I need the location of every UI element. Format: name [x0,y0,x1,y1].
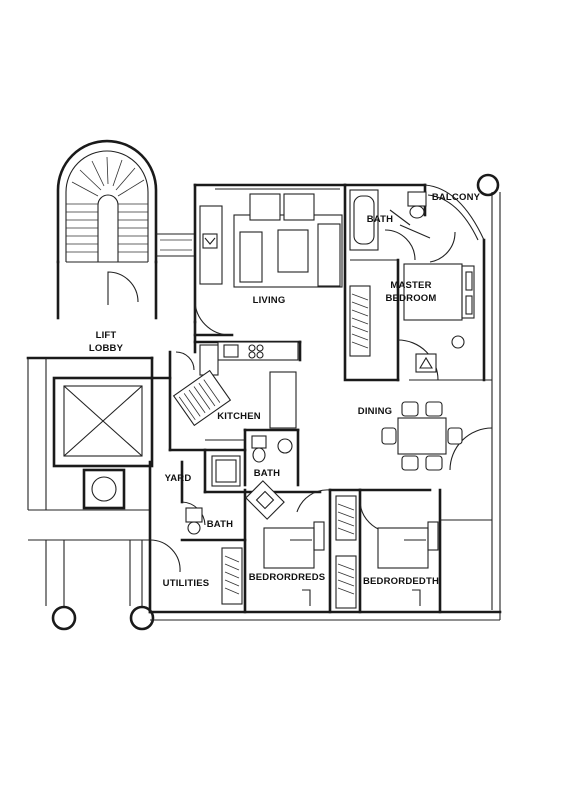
kitchen-bath-fixtures [211,435,293,520]
label-bath-kitchen: BATH [254,468,280,479]
utility-bath-fixtures [185,507,203,535]
label-living: LIVING [253,295,286,306]
corridor [56,233,195,320]
label-utilities: UTILITIES [163,578,210,589]
staircase [56,139,158,305]
label-bedroom-right: BEDRORDEDTH [363,576,439,587]
door-swings [149,224,493,573]
kitchen-fixtures [172,341,299,441]
label-yard: YARD [165,473,192,484]
dining-set [381,401,463,471]
bedroom-left-furniture [221,521,325,606]
label-bath-master: BATH [367,214,393,225]
lift-shaft [26,356,154,510]
label-master: MASTER [390,280,431,291]
label-dining: DINING [358,406,392,417]
label-lift: LIFT [96,330,117,341]
unit-walls [148,173,502,621]
bedroom-right-furniture [377,521,439,606]
label-balcony: BALCONY [432,192,481,203]
master-bedroom-furniture [349,263,475,373]
wardrobe-shared [335,495,357,609]
living-furniture [199,193,343,288]
lower-left-structure [28,468,155,631]
label-kitchen: KITCHEN [217,411,261,422]
label-bath-utility: BATH [207,519,233,530]
label-bedroom-left: BEDRORDREDS [249,572,326,583]
label-lobby: LOBBY [89,343,124,354]
label-master-bedroom: BEDROOM [385,293,436,304]
room-labels: LIFT LOBBY LIVING KITCHEN DINING BATH BA… [89,192,481,589]
master-bath-fixtures [349,189,427,251]
